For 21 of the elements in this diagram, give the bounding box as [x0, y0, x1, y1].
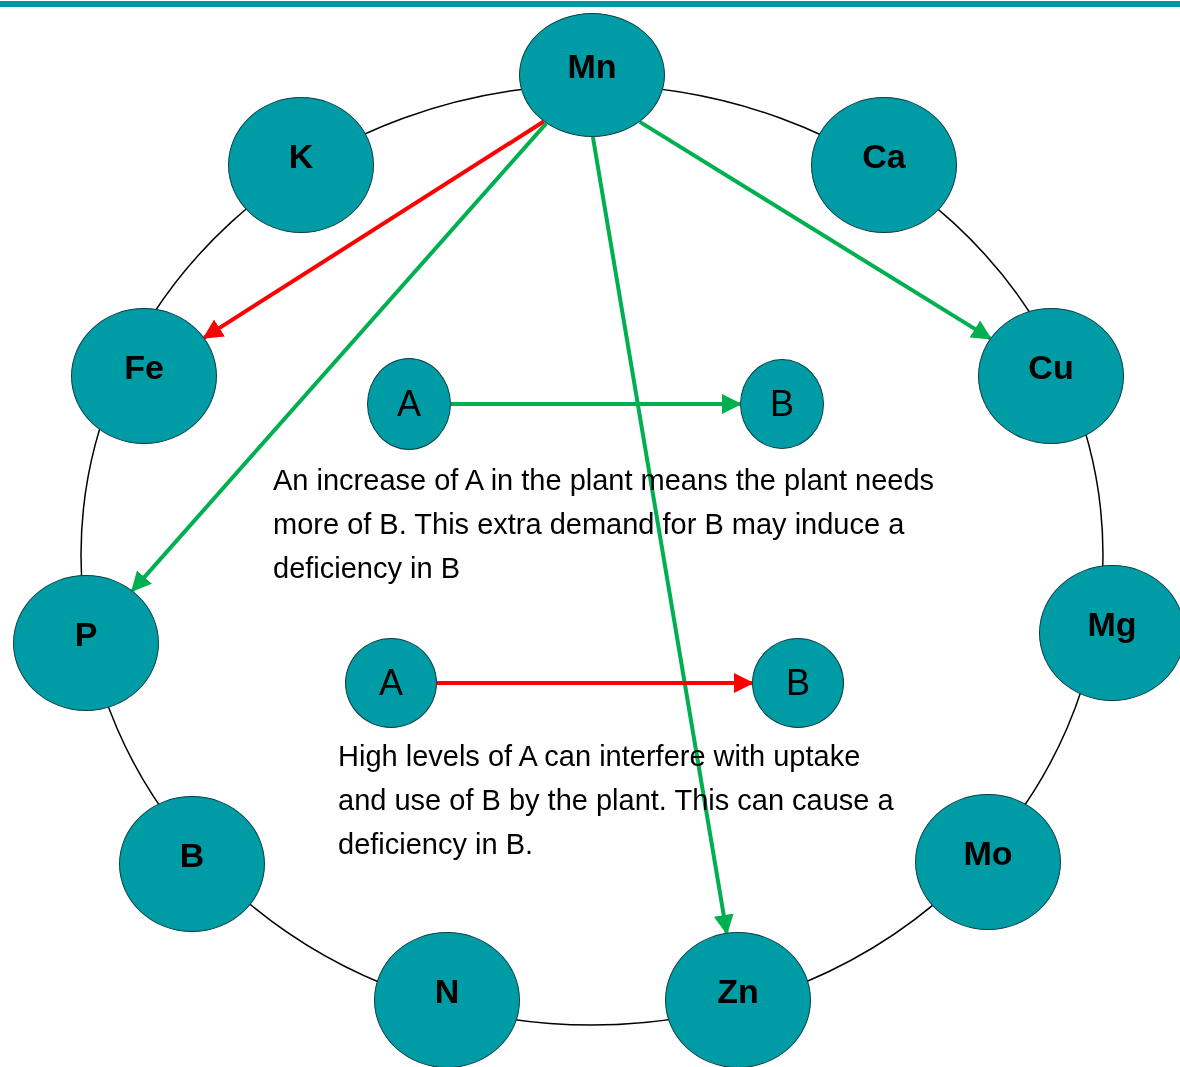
element-symbol: Cu [1028, 347, 1074, 387]
arrow [202, 119, 545, 340]
element-symbol: P [74, 614, 98, 654]
variable-label: B [786, 662, 810, 704]
arrow [130, 122, 548, 593]
element-symbol: Zn [717, 971, 759, 1011]
arrow [451, 394, 742, 414]
element-symbol: Mo [963, 833, 1013, 873]
element-symbol: Mg [1087, 604, 1137, 644]
element-symbol: N [434, 971, 460, 1011]
arrow [590, 136, 734, 935]
arrow [437, 673, 754, 693]
variable-label: B [770, 383, 794, 425]
element-symbol: K [288, 136, 314, 176]
variable-label: A [397, 383, 421, 425]
element-symbol: Mn [567, 46, 617, 86]
element-symbol: B [179, 835, 205, 875]
arrow [638, 120, 992, 341]
variable-label: A [379, 662, 403, 704]
element-symbol: Fe [124, 347, 164, 387]
element-symbol: Ca [862, 136, 906, 176]
